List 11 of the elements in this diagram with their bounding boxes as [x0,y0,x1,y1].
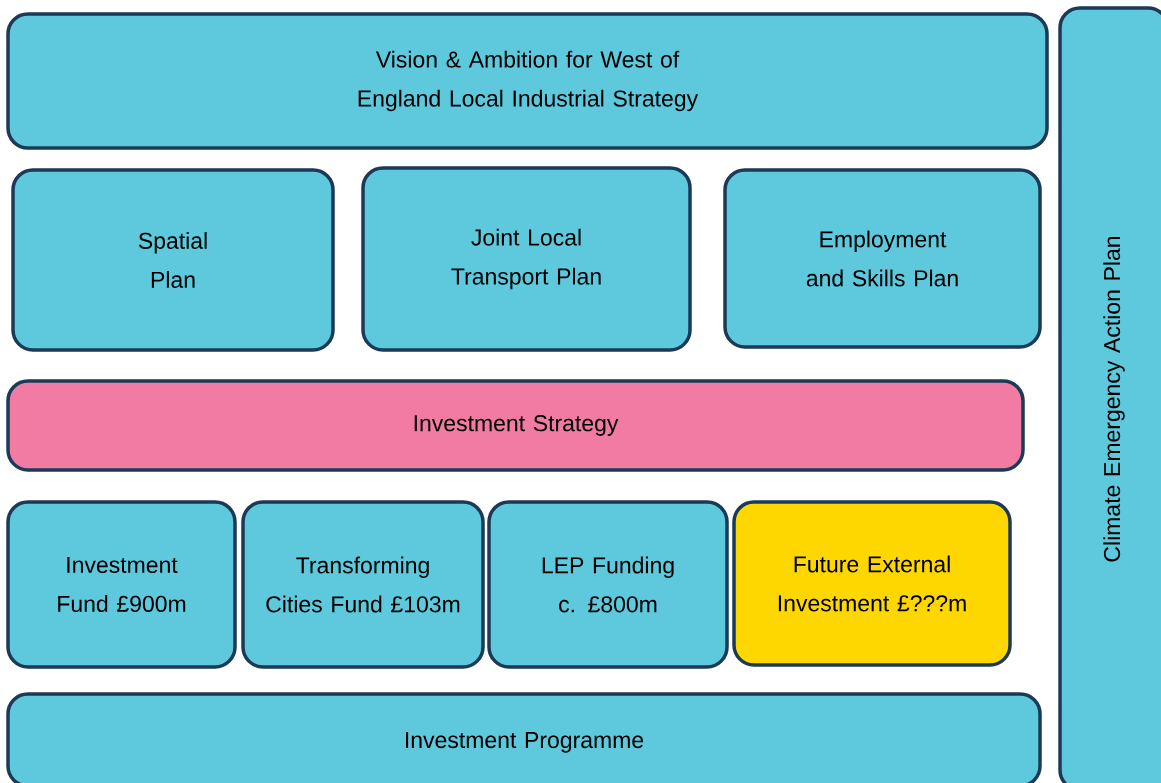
fund-box: Future External Investment £???m [732,500,1012,667]
plan-box: Joint Local Transport Plan [361,166,692,352]
plan-box: Employment and Skills Plan [723,168,1042,349]
fund-box: LEP Funding c. £800m [487,500,729,669]
programme-banner: Investment Programme [6,692,1042,783]
fund-box: Transforming Cities Fund £103m [241,500,485,669]
strategy-banner: Vision & Ambition for West of England Local Industrial Strategy [6,12,1049,150]
plan-box: Spatial Plan [11,168,335,352]
plan-sidebar: Climate Emergency Action Plan [1058,6,1161,783]
fund-box: Investment Fund £900m [6,500,237,669]
strategy-banner: Investment Strategy [6,379,1025,472]
